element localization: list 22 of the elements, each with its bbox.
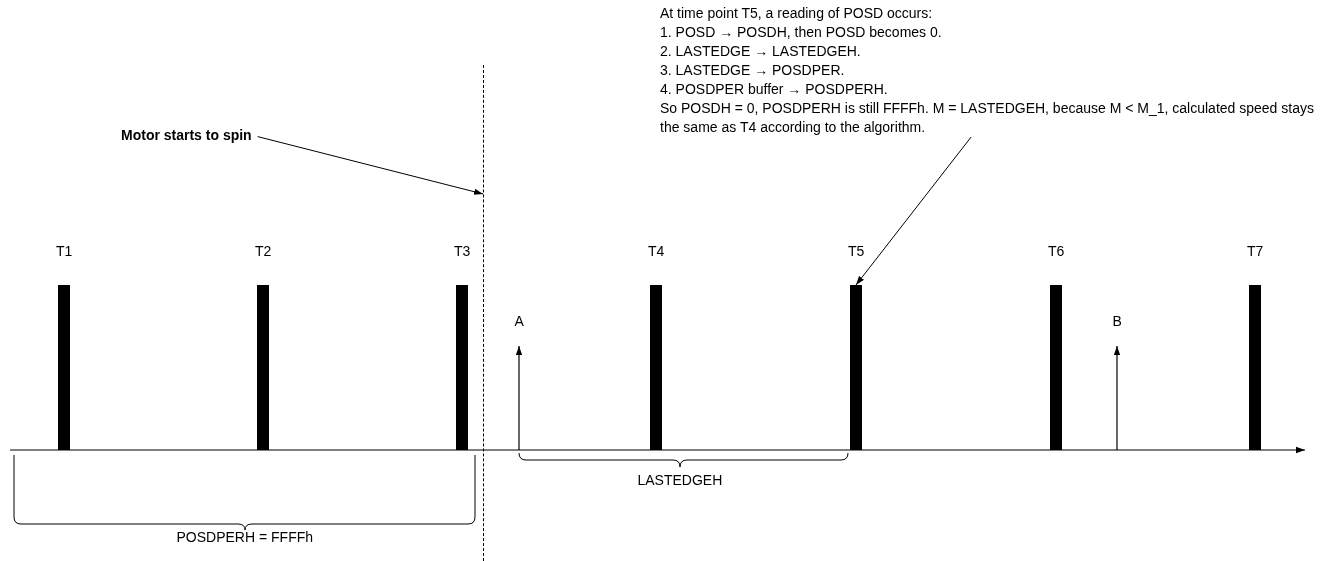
- note-text: At time point T5, a reading of POSD occurs:: [660, 4, 934, 23]
- time-label: T1: [56, 243, 73, 260]
- interval-label: POSDPERH = FFFFh: [176, 529, 314, 546]
- leader-arrow: [855, 136, 972, 286]
- dashed-marker-line: [483, 65, 484, 561]
- event-label: A: [514, 313, 524, 330]
- event-label: B: [1112, 313, 1122, 330]
- pulse-bar: [850, 285, 862, 450]
- interval-label: LASTEDGEH: [637, 472, 723, 489]
- leader-arrow: [257, 136, 484, 195]
- note-text: 1. POSD → POSDH, then POSD becomes 0.: [660, 23, 943, 42]
- note-text: 2. LASTEDGE → LASTEDGEH.: [660, 42, 862, 61]
- time-label: T2: [255, 243, 272, 260]
- annotation-text: Motor starts to spin: [121, 127, 252, 143]
- note-text: 3. LASTEDGE → POSDPER.: [660, 61, 846, 80]
- time-label: T4: [648, 243, 665, 260]
- time-label: T6: [1048, 243, 1065, 260]
- note-text: 4. POSDPER buffer → POSDPERH.: [660, 80, 889, 99]
- note-text: So POSDH = 0, POSDPERH is still FFFFh. M = LASTEDGEH, because M < M_1, calculated speed stays the same as T4 according to the algorithm.: [660, 99, 1315, 137]
- time-label: T3: [454, 243, 471, 260]
- time-label: T7: [1247, 243, 1264, 260]
- time-label: T5: [848, 243, 865, 260]
